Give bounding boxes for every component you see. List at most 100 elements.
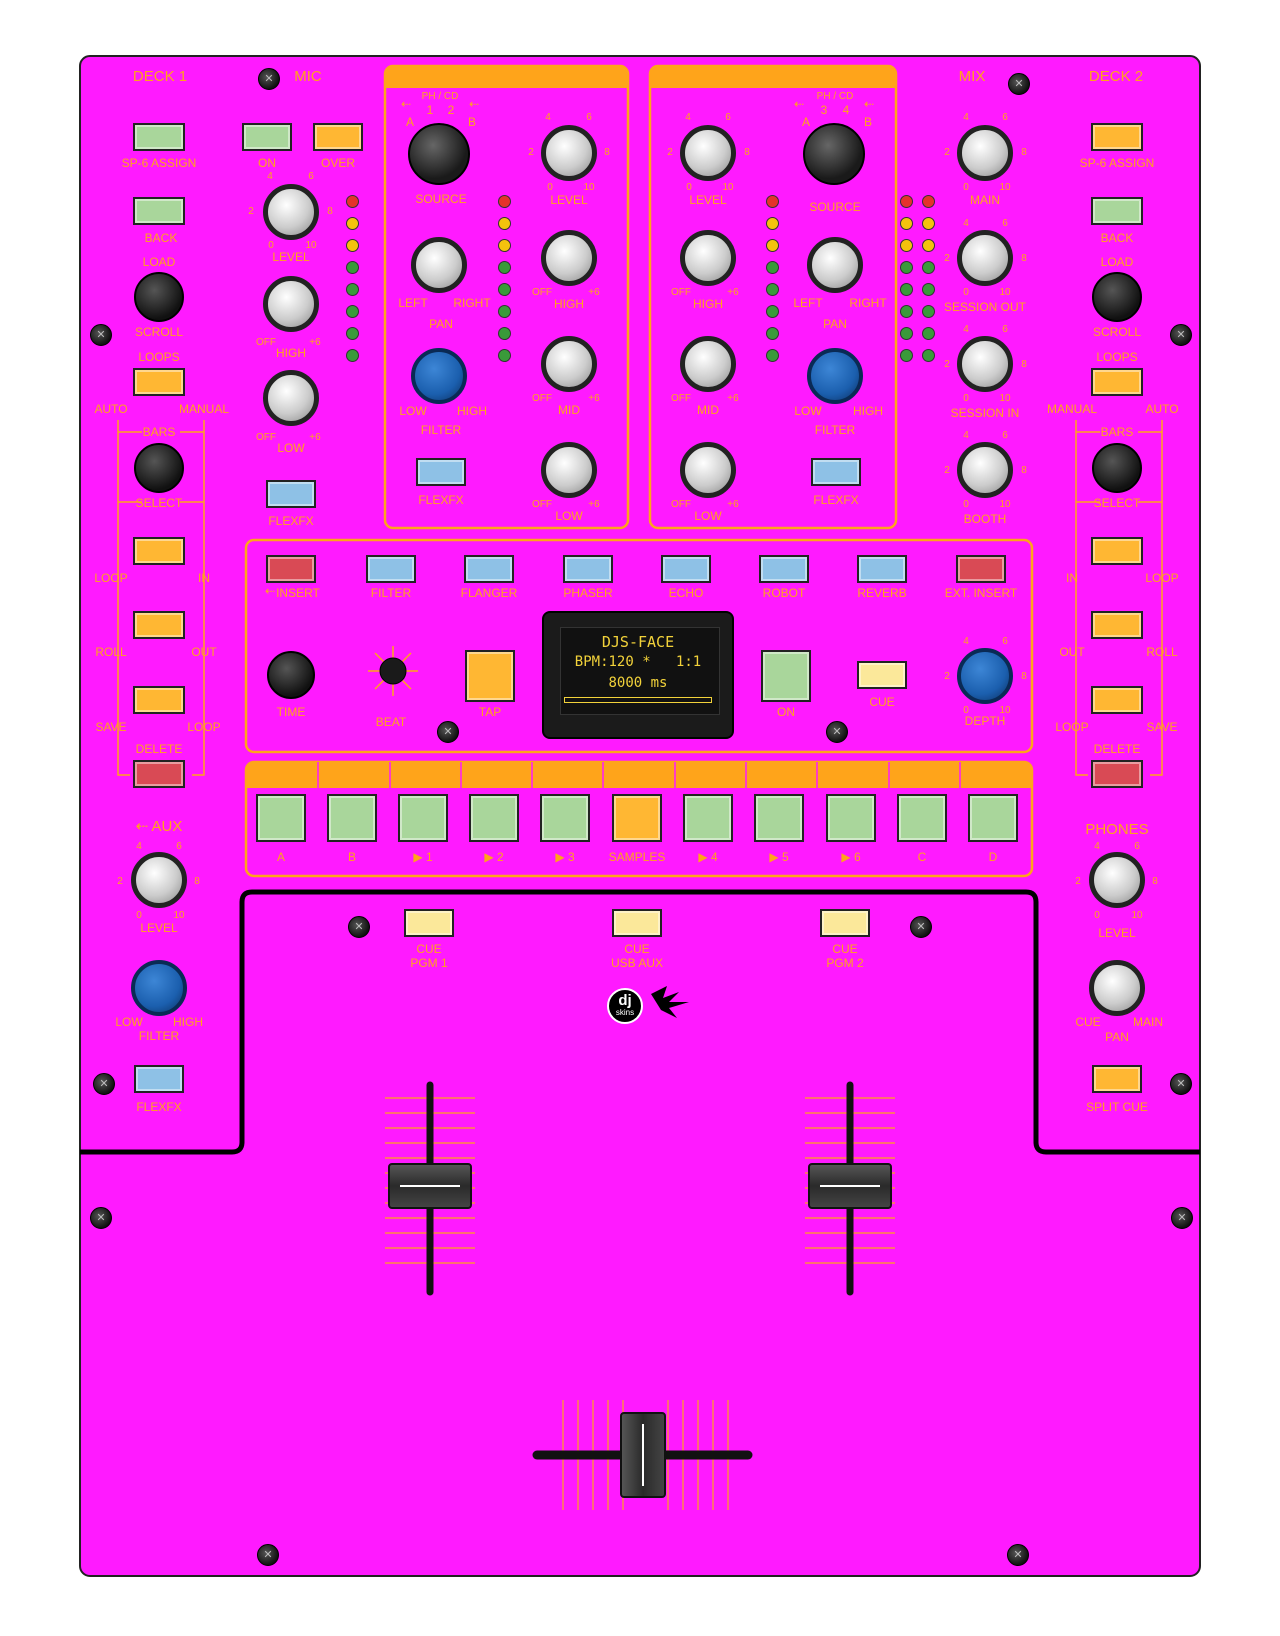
fx-on-button[interactable] (761, 650, 811, 702)
ch2-mid-knob[interactable] (680, 336, 736, 392)
mic-high-knob[interactable] (263, 276, 319, 332)
scale-6: 6 (1002, 324, 1008, 335)
deck2-delete-button[interactable] (1091, 760, 1143, 788)
fx-ext-insert-button[interactable] (956, 555, 1006, 583)
deck1-save-loop-button[interactable] (133, 686, 185, 714)
cue-usb-aux-line1: CUE (624, 942, 650, 956)
ch2-high-knob[interactable] (680, 230, 736, 286)
deck2-loop-in-button[interactable] (1091, 537, 1143, 565)
fx-cue-button[interactable] (857, 661, 907, 689)
fx-flanger-button[interactable] (464, 555, 514, 583)
deck2-select-encoder[interactable] (1092, 443, 1142, 493)
deck1-loop-in-button[interactable] (133, 537, 185, 565)
deck1-scroll-encoder[interactable] (134, 272, 184, 322)
fx-robot-button[interactable] (759, 555, 809, 583)
cue-pgm2-line2: PGM 2 (826, 956, 864, 970)
deck2-scroll-encoder[interactable] (1092, 272, 1142, 322)
aux-level-knob[interactable] (131, 852, 187, 908)
scale-10: 10 (999, 393, 1011, 404)
mix-booth-knob[interactable] (957, 442, 1013, 498)
ch1-mid-knob[interactable] (541, 336, 597, 392)
mix-session-in-knob[interactable] (957, 336, 1013, 392)
ch2-pan-knob[interactable] (807, 237, 863, 293)
phones-level-label: LEVEL (1098, 926, 1136, 940)
ch1-pan-label: PAN (429, 317, 453, 331)
cue-pgm2-line1: CUE (832, 942, 858, 956)
ch1-low-knob[interactable] (541, 442, 597, 498)
aux-flexfx-button[interactable] (134, 1065, 184, 1093)
split-cue-button[interactable] (1092, 1065, 1142, 1093)
deck1-sp6-assign-button[interactable] (133, 123, 185, 151)
ch2-level-knob[interactable] (680, 125, 736, 181)
aux-filter-knob[interactable] (131, 960, 187, 1016)
fx-reverb-button[interactable] (857, 555, 907, 583)
cue-pgm2-button[interactable] (820, 909, 870, 937)
ch1-meter-led (498, 283, 511, 296)
ch1-flexfx-button[interactable] (416, 458, 466, 486)
deck1-roll-out-button[interactable] (133, 611, 185, 639)
ch2-source-knob[interactable] (803, 123, 865, 185)
pad-play-4[interactable] (683, 794, 733, 842)
fx-echo-button[interactable] (661, 555, 711, 583)
fx-insert-button[interactable] (266, 555, 316, 583)
deck2-roll-out-button[interactable] (1091, 611, 1143, 639)
ch1-meter-led (498, 261, 511, 274)
scale-plus6: +6 (588, 499, 600, 510)
channel2-fader-cap[interactable] (808, 1163, 892, 1209)
mic-low-knob[interactable] (263, 370, 319, 426)
ch1-source-knob[interactable] (408, 123, 470, 185)
scale-4: 4 (136, 841, 142, 852)
ch1-source-label: SOURCE (415, 192, 467, 206)
pad-play-1[interactable] (398, 794, 448, 842)
deck1-select-encoder[interactable] (134, 443, 184, 493)
deck1-delete-button[interactable] (133, 760, 185, 788)
ch2-low-label: LOW (694, 509, 722, 523)
fx-filter-button[interactable] (366, 555, 416, 583)
pad-play-5[interactable] (754, 794, 804, 842)
mic-on-button[interactable] (242, 123, 292, 151)
ch1-level-knob[interactable] (541, 125, 597, 181)
ch1-mid-label: MID (558, 403, 580, 417)
mic-over-button[interactable] (313, 123, 363, 151)
deck1-loops-button[interactable] (133, 368, 185, 396)
pad-play-3[interactable] (540, 794, 590, 842)
phones-pan-knob[interactable] (1089, 960, 1145, 1016)
ch1-filter-knob[interactable] (411, 348, 467, 404)
ch2-low-knob[interactable] (680, 442, 736, 498)
cue-usb-aux-button[interactable] (612, 909, 662, 937)
scale-plus6: +6 (727, 393, 739, 404)
mic-flexfx-button[interactable] (266, 480, 316, 508)
mix-session-out-knob[interactable] (957, 230, 1013, 286)
deck1-out-label: OUT (191, 645, 217, 659)
master-meter-led (900, 349, 913, 362)
scale-10: 10 (305, 240, 317, 251)
ch1-pan-knob[interactable] (411, 237, 467, 293)
master-meter-led (900, 305, 913, 318)
ch1-high-knob[interactable] (541, 230, 597, 286)
fx-time-encoder[interactable] (267, 651, 315, 699)
pad-c[interactable] (897, 794, 947, 842)
phones-level-knob[interactable] (1089, 852, 1145, 908)
pad-b[interactable] (327, 794, 377, 842)
cue-pgm1-button[interactable] (404, 909, 454, 937)
deck1-back-button[interactable] (133, 197, 185, 225)
pad-play-2[interactable] (469, 794, 519, 842)
pad-samples[interactable] (612, 794, 662, 842)
fx-phaser-button[interactable] (563, 555, 613, 583)
ch2-flexfx-button[interactable] (811, 458, 861, 486)
fx-depth-knob[interactable] (957, 648, 1013, 704)
fx-tap-button[interactable] (465, 650, 515, 702)
mic-level-knob[interactable] (263, 184, 319, 240)
fader-cap-line (820, 1185, 880, 1187)
pad-d[interactable] (968, 794, 1018, 842)
crossfader-cap[interactable] (620, 1412, 666, 1498)
channel1-fader-cap[interactable] (388, 1163, 472, 1209)
deck2-save-loop-button[interactable] (1091, 686, 1143, 714)
ch2-filter-knob[interactable] (807, 348, 863, 404)
mix-main-knob[interactable] (957, 125, 1013, 181)
deck2-back-button[interactable] (1091, 197, 1143, 225)
pad-a[interactable] (256, 794, 306, 842)
deck2-sp6-assign-button[interactable] (1091, 123, 1143, 151)
deck2-loops-button[interactable] (1091, 368, 1143, 396)
pad-play-6[interactable] (826, 794, 876, 842)
